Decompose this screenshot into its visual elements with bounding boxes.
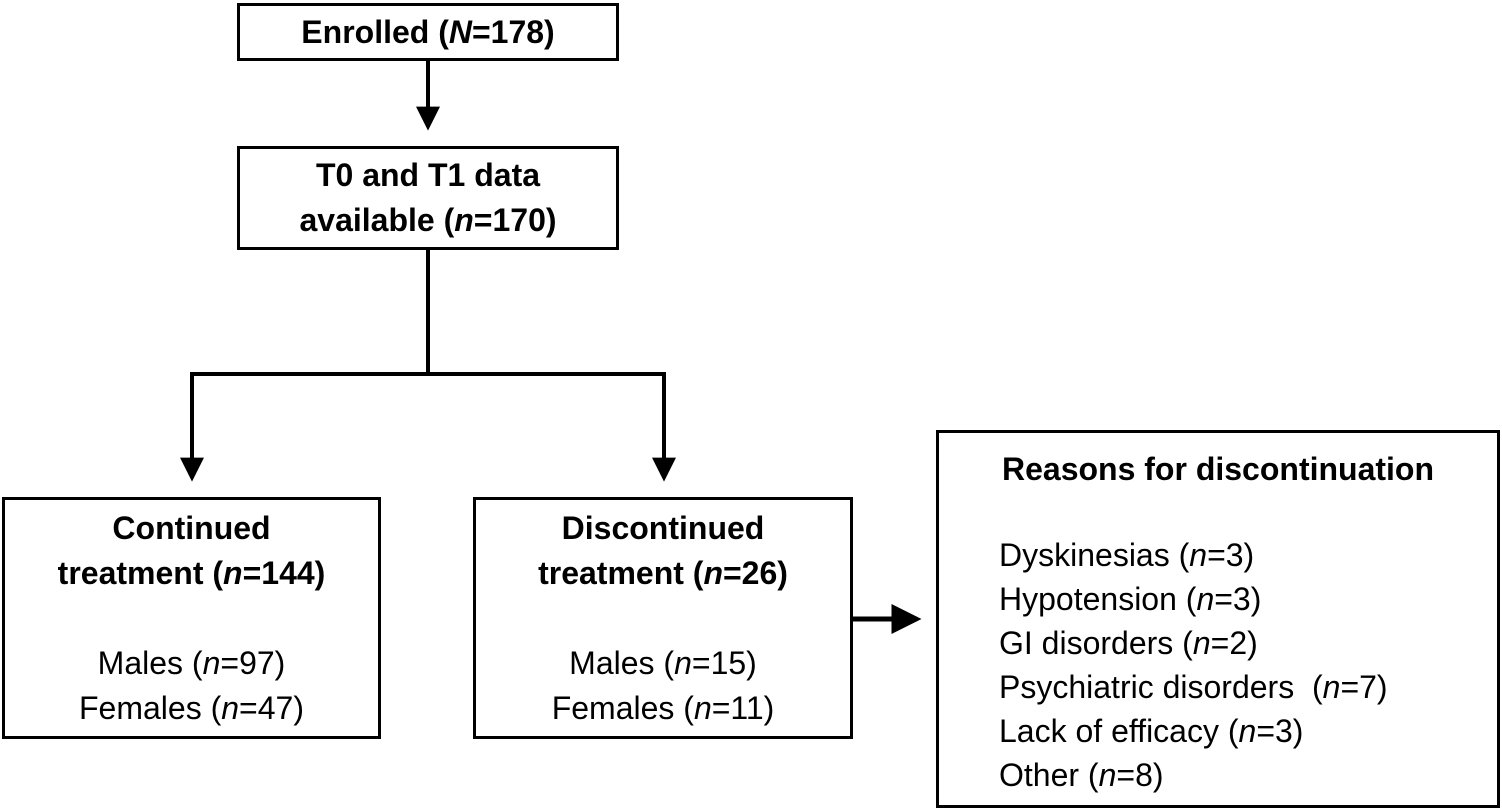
enrolled-box: Enrolled (N=178) <box>237 3 619 61</box>
available-label-line2: available (n=170) <box>299 202 557 238</box>
reason-item-other: Other (n=8) <box>999 757 1164 793</box>
reason-item-psychiatric-disorders: Psychiatric disorders (n=7) <box>999 669 1388 705</box>
reasons-box: Reasons for discontinuation Dyskinesias … <box>936 430 1500 808</box>
reasons-spacer <box>949 491 1487 533</box>
reason-item-dyskinesias: Dyskinesias (n=3) <box>999 537 1255 573</box>
continued-males-label: Males (n=97) <box>97 644 286 681</box>
continued-title-line1: Continued <box>112 509 271 546</box>
reason-item-lack-of-efficacy: Lack of efficacy (n=3) <box>999 713 1304 749</box>
reason-item-gi-disorders: GI disorders (n=2) <box>999 625 1258 661</box>
discontinued-females-label: Females (n=11) <box>551 689 775 726</box>
discontinued-title-line2: treatment (n=26) <box>538 554 788 591</box>
continued-title-line2: treatment (n=144) <box>57 554 326 591</box>
continued-box: Continued treatment (n=144) Males (n=97)… <box>2 497 381 739</box>
enrolled-label: Enrolled (N=178) <box>301 13 555 50</box>
available-box: T0 and T1 data available (n=170) <box>237 146 619 250</box>
discontinued-title-line1: Discontinued <box>561 509 765 546</box>
discontinued-males-label: Males (n=15) <box>569 644 757 681</box>
reason-item-hypotension: Hypotension (n=3) <box>999 581 1262 617</box>
branch-trunk-line <box>190 250 666 376</box>
available-label-line1: T0 and T1 data <box>315 157 541 193</box>
continued-females-label: Females (n=47) <box>79 689 304 726</box>
discontinued-box: Discontinued treatment (n=26) Males (n=1… <box>473 497 853 739</box>
reasons-title: Reasons for discontinuation <box>1001 451 1435 487</box>
